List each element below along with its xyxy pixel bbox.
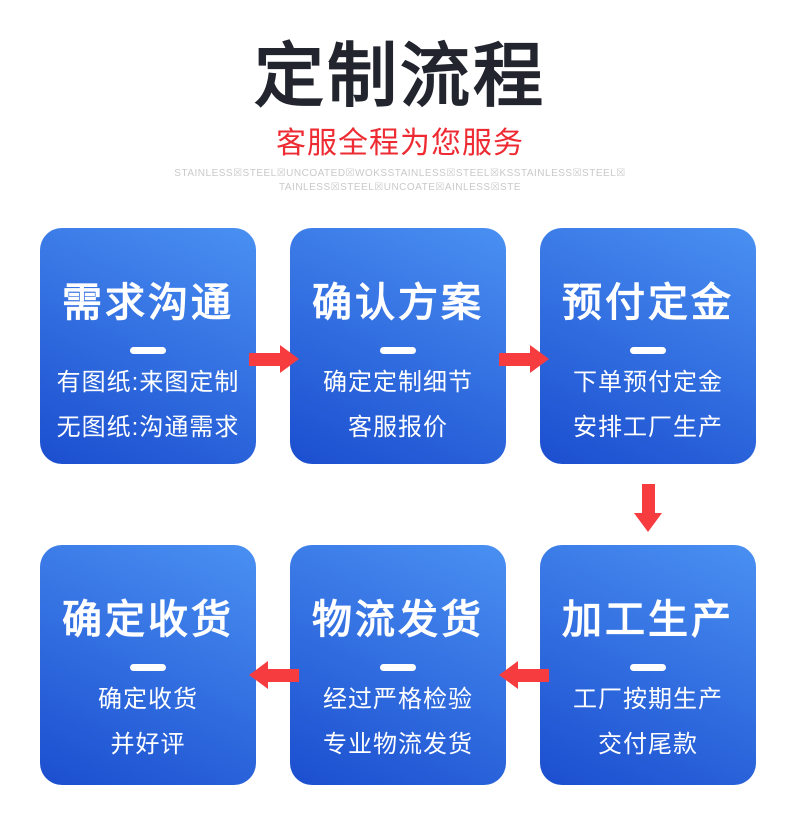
step-detail-line: 经过严格检验: [323, 686, 473, 713]
divider-dash: [130, 347, 166, 354]
step-detail-line: 确定收货: [98, 686, 198, 713]
watermark-text: STAINLESS☒STEEL☒UNCOATED☒WOKSSTAINLESS☒S…: [0, 167, 800, 195]
divider-dash: [630, 347, 666, 354]
step-title: 物流发货: [312, 598, 484, 642]
watermark-line-1: STAINLESS☒STEEL☒UNCOATED☒WOKSSTAINLESS☒S…: [174, 168, 626, 179]
divider-dash: [130, 664, 166, 671]
step-detail-line: 确定定制细节: [323, 369, 473, 396]
step-title: 确认方案: [312, 281, 484, 325]
step-detail-line: 交付尾款: [598, 731, 698, 758]
watermark-line-2: TAINLESS☒STEEL☒UNCOATE☒AINLESS☒STE: [279, 182, 521, 193]
step-detail-line: 客服报价: [348, 414, 448, 441]
step-detail-line: 并好评: [110, 731, 186, 758]
step-card-logistics-shipping: 物流发货 经过严格检验 专业物流发货: [290, 545, 506, 785]
arrow-left-icon: [499, 661, 549, 689]
step-title: 需求沟通: [62, 281, 234, 325]
step-card-prepay-deposit: 预付定金 下单预付定金 安排工厂生产: [540, 228, 756, 464]
arrow-right-icon: [249, 345, 299, 373]
step-detail-line: 有图纸:来图定制: [56, 369, 240, 396]
arrow-down-icon: [634, 484, 662, 532]
divider-dash: [380, 347, 416, 354]
step-card-processing-production: 加工生产 工厂按期生产 交付尾款: [540, 545, 756, 785]
divider-dash: [630, 664, 666, 671]
step-title: 加工生产: [562, 598, 734, 642]
step-title: 预付定金: [562, 281, 734, 325]
arrow-right-icon: [499, 345, 549, 373]
step-detail-line: 无图纸:沟通需求: [56, 414, 240, 441]
step-detail-line: 工厂按期生产: [573, 686, 723, 713]
step-card-confirm-plan: 确认方案 确定定制细节 客服报价: [290, 228, 506, 464]
page-subtitle: 客服全程为您服务: [276, 127, 524, 160]
step-title: 确定收货: [62, 598, 234, 642]
page-title: 定制流程: [254, 37, 546, 115]
step-card-demand-communication: 需求沟通 有图纸:来图定制 无图纸:沟通需求: [40, 228, 256, 464]
step-detail-line: 专业物流发货: [323, 731, 473, 758]
divider-dash: [380, 664, 416, 671]
arrow-left-icon: [249, 661, 299, 689]
step-card-confirm-receipt: 确定收货 确定收货 并好评: [40, 545, 256, 785]
step-detail-line: 下单预付定金: [573, 369, 723, 396]
step-detail-line: 安排工厂生产: [573, 414, 723, 441]
